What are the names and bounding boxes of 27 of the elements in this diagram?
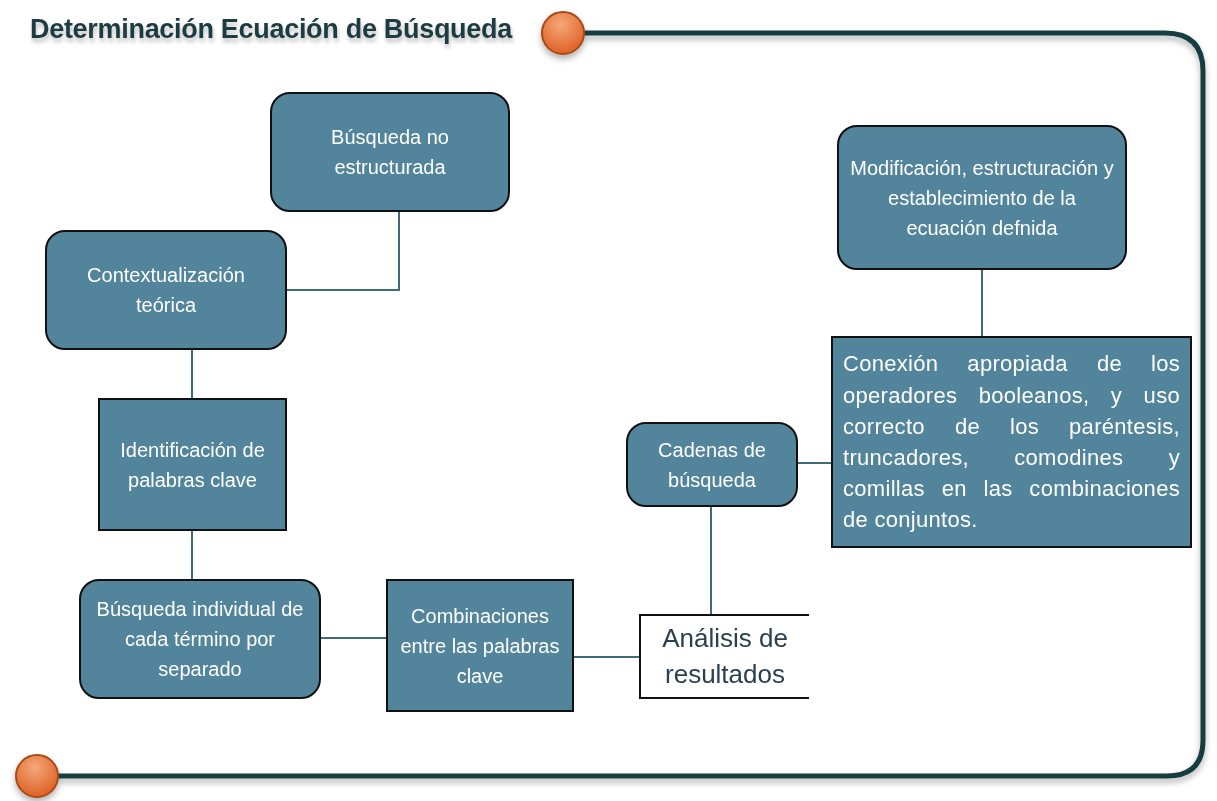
node-text: Modificación, estructuración y establecimiento de la ecuación defnida xyxy=(849,155,1115,241)
rounded-box xyxy=(837,125,1127,270)
rounded-box xyxy=(45,230,287,350)
diagram-title: Determinación Ecuación de Búsqueda xyxy=(30,14,512,45)
node-text: Contextualización teórica xyxy=(86,263,246,318)
rounded-box xyxy=(79,579,321,699)
node-text: Cadenas de búsqueda xyxy=(657,437,767,493)
node-text: Búsqueda individual de cada término por separado xyxy=(95,597,305,682)
process-box xyxy=(386,579,574,712)
node-text: Búsqueda no estructurada xyxy=(330,125,450,180)
connector-line xyxy=(320,637,387,639)
connector-line xyxy=(797,462,832,464)
connector-line xyxy=(981,269,983,337)
connector-line xyxy=(191,530,193,580)
node-text: Identificación de palabras clave xyxy=(119,437,266,493)
rounded-box xyxy=(270,92,510,212)
open-box xyxy=(639,614,809,699)
process-box xyxy=(98,398,287,531)
connector-line xyxy=(573,656,640,658)
connector-line xyxy=(286,211,400,291)
rounded-box xyxy=(626,422,798,507)
node-text: Conexión apropiada de los operadores booleanos, y uso correcto de los paréntesis, truncadores, comodines y comillas en las combinaciones de conjuntos. xyxy=(843,350,1180,535)
node-text: Análisis de resultados xyxy=(661,622,789,691)
node-text: Combinaciones entre las palabras clave xyxy=(399,603,561,689)
connector-line xyxy=(710,506,712,615)
connector-line xyxy=(191,349,193,399)
process-box xyxy=(831,336,1192,548)
